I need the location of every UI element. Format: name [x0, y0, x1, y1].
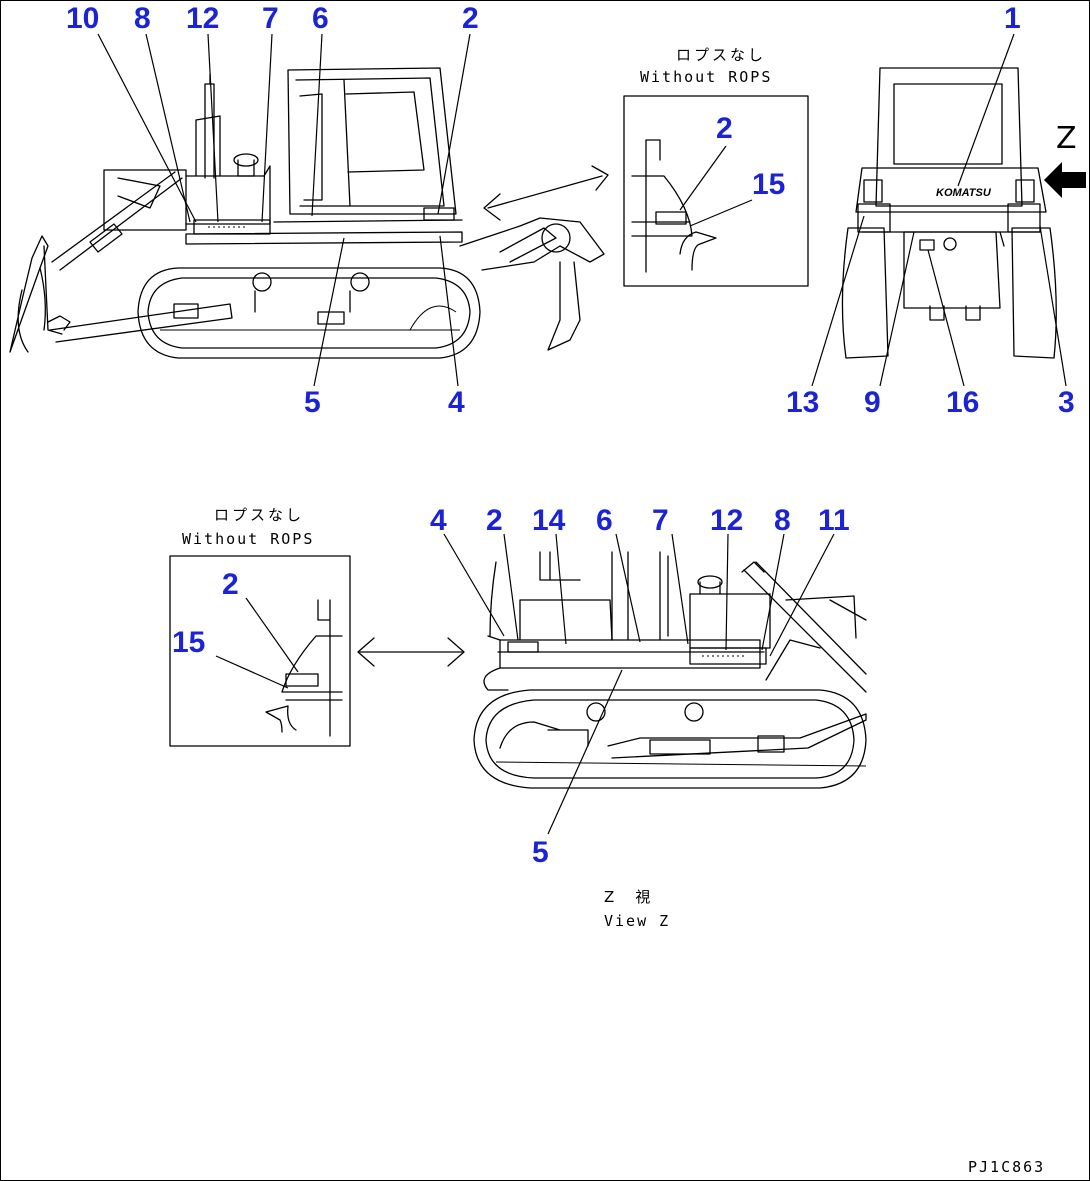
callout-7: 7 — [262, 2, 279, 35]
rear-brand-plate: KOMATSU — [936, 187, 992, 199]
rear-callout-3: 3 — [1058, 386, 1075, 419]
view-z-callout-12: 12 — [710, 504, 743, 537]
drawing-code: PJ1C863 — [968, 1158, 1045, 1176]
side-view-bulldozer — [9, 67, 609, 359]
inset-top-without-rops: ロプスなし Without ROPS 2 15 — [623, 46, 809, 287]
inset-bottom-caption-jp: ロプスなし — [214, 506, 304, 524]
rear-callout-13: 13 — [786, 386, 819, 419]
view-z-arrow-icon — [1044, 162, 1086, 198]
view-z-callout-6: 6 — [596, 504, 613, 537]
view-z-callouts: 4 2 14 6 7 12 8 11 5 — [430, 504, 850, 869]
callout-4: 4 — [448, 386, 465, 419]
inset-top-caption-jp: ロプスなし — [676, 46, 766, 64]
inset-top-callout-2: 2 — [716, 112, 733, 145]
inset-bottom-caption-en: Without ROPS — [182, 530, 314, 548]
view-z-callout-7: 7 — [652, 504, 669, 537]
rear-callout-1: 1 — [1004, 2, 1021, 35]
side-view-callouts: 10 8 12 7 6 2 5 4 — [66, 2, 479, 419]
side-view-leaders — [97, 33, 471, 387]
inset-top-caption-en: Without ROPS — [640, 68, 772, 86]
callout-6: 6 — [312, 2, 329, 35]
rear-view-callouts: 1 13 9 16 3 — [786, 2, 1075, 419]
view-z-caption-jp: Z 視 — [604, 888, 653, 906]
callout-12: 12 — [186, 2, 219, 35]
callout-2: 2 — [462, 2, 479, 35]
view-z-callout-2: 2 — [486, 504, 503, 537]
callout-5: 5 — [304, 386, 321, 419]
inset-bottom-callout-15: 15 — [172, 626, 205, 659]
view-z-callout-5: 5 — [532, 836, 549, 869]
rear-view-bulldozer: KOMATSU Z — [841, 67, 1086, 359]
inset-bottom-without-rops: ロプスなし Without ROPS 2 15 — [169, 506, 465, 747]
callout-8: 8 — [134, 2, 151, 35]
inset-top-callout-15: 15 — [752, 168, 785, 201]
view-z-caption-en: View Z — [604, 912, 670, 930]
view-z-bulldozer — [473, 551, 867, 789]
view-z-leaders — [443, 533, 835, 835]
rear-callout-16: 16 — [946, 386, 979, 419]
view-z-arrow-label: Z — [1056, 121, 1077, 156]
view-z-callout-11: 11 — [818, 504, 850, 537]
inset-bottom-callout-2: 2 — [222, 568, 239, 601]
rear-view-leaders — [811, 33, 1067, 387]
callout-10: 10 — [66, 2, 99, 35]
view-z-callout-8: 8 — [774, 504, 791, 537]
view-z-callout-14: 14 — [532, 504, 566, 537]
view-z-callout-4: 4 — [430, 504, 447, 537]
rear-callout-9: 9 — [864, 386, 881, 419]
